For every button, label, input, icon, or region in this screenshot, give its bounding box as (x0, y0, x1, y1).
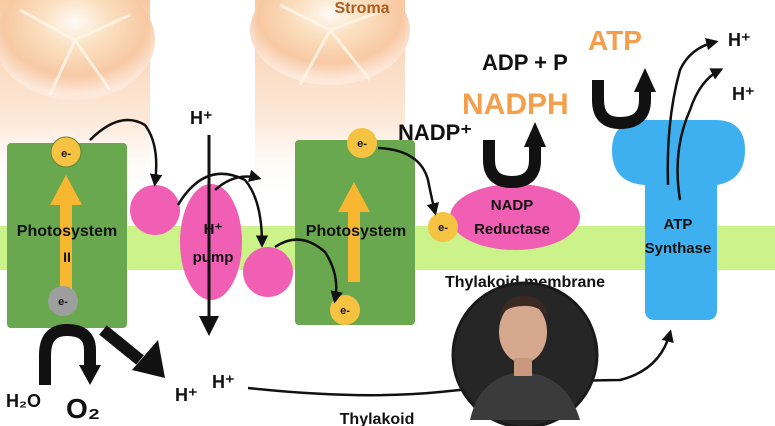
adp-p-label: ADP + P (482, 50, 568, 75)
nadph-label: NADPH (462, 88, 569, 121)
nadp-reductase-label-line1: NADP (491, 197, 534, 214)
electron-ps2-top (50, 136, 82, 168)
nadp-reductase: NADP Reductase e- (428, 184, 580, 250)
electron-label: e- (58, 296, 68, 308)
h-pump-label-line2: pump (193, 249, 234, 266)
nadp-plus-label: NADP⁺ (398, 120, 472, 145)
proton-label-right-2: H⁺ (732, 84, 755, 104)
electron-label: e- (438, 222, 448, 234)
water-label: H₂O (6, 391, 41, 411)
electron-label: e- (61, 148, 71, 160)
photosystem-ii: Photosystem II e- e- (7, 136, 127, 328)
electron-nadp (428, 212, 458, 242)
light-beams (0, 0, 410, 200)
h-pump-label-line1: H⁺ (204, 221, 223, 238)
presenter-webcam (451, 281, 599, 426)
atp-synthase: ATP Synthase (612, 120, 745, 320)
stroma-label: Stroma (334, 0, 389, 17)
electron-ps1-top (347, 128, 377, 158)
thick-u-arrows (39, 80, 651, 385)
electron-ps2-bottom (48, 286, 78, 316)
proton-label-lumen-2: H⁺ (212, 372, 235, 392)
atp-label: ATP (588, 25, 642, 56)
proton-label-right-1: H⁺ (728, 30, 751, 50)
arrow-head-o2 (79, 365, 101, 385)
electron-carrier-2 (243, 247, 293, 297)
electron-carrier-1 (130, 185, 180, 235)
photosystem-ii-label-line1: Photosystem (17, 223, 117, 240)
h-pump: H⁺ pump (180, 184, 242, 300)
nadp-reductase-label-line2: Reductase (474, 221, 550, 238)
arrow-head-atp (634, 68, 656, 92)
arrow-head-nadph (524, 122, 546, 147)
electron-label: e- (357, 138, 367, 150)
photosystem-ii-label-line2: II (63, 249, 71, 265)
thylakoid-lumen-label: Thylakoid (340, 411, 415, 426)
electron-label: e- (340, 305, 350, 317)
arrow-head-h-lumen (132, 340, 165, 378)
proton-label-top: H⁺ (190, 108, 213, 128)
oxygen-label: O₂ (66, 393, 100, 424)
atp-synthase-label-line1: ATP (664, 216, 693, 233)
proton-label-lumen-1: H⁺ (175, 385, 198, 405)
atp-synthase-label-line2: Synthase (645, 240, 712, 257)
photosystem-i: Photosystem e- e- (295, 128, 415, 325)
photosystem-i-label: Photosystem (306, 223, 406, 240)
